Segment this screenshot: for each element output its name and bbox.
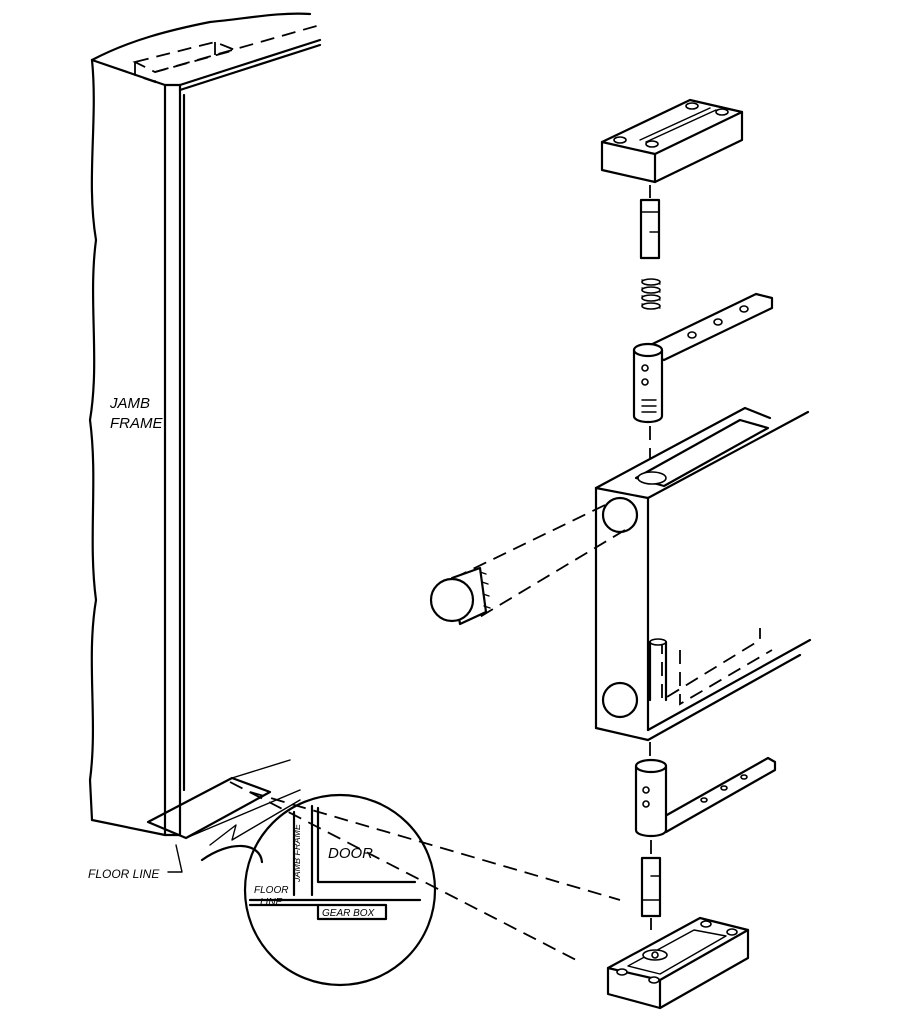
detail-gear-box-label: GEAR BOX (322, 908, 375, 919)
detail-line-label: LINE (260, 897, 283, 908)
detail-door-label: DOOR (328, 845, 373, 862)
bottom-arm (634, 756, 777, 838)
pivot-pin-top (639, 198, 661, 260)
spring (641, 278, 661, 310)
door-section (594, 406, 812, 742)
floor-line-callout: FLOOR LINE (88, 844, 183, 881)
detail-jamb-frame-label: JAMB FRAME (292, 823, 302, 883)
cap-projection-lower (477, 529, 626, 619)
detail-circle: JAMB FRAME DOOR FLOOR LINE GEAR BOX (200, 793, 437, 987)
gear-box (606, 916, 750, 1010)
end-cap (429, 566, 491, 626)
detail-floor-label: FLOOR (254, 885, 288, 896)
jamb-frame-label-line1: JAMB (109, 395, 150, 412)
pivot-pin-bottom (640, 856, 662, 918)
cap-projection-upper (449, 504, 606, 581)
top-arm (632, 292, 774, 424)
jamb-frame-label-line2: FRAME (110, 415, 163, 432)
jamb-frame (88, 12, 322, 837)
floor-recess (146, 759, 621, 963)
floor-line-label: FLOOR LINE (88, 867, 160, 881)
top-pivot-plate (600, 98, 744, 184)
jamb-frame-label: JAMB FRAME (109, 395, 163, 432)
